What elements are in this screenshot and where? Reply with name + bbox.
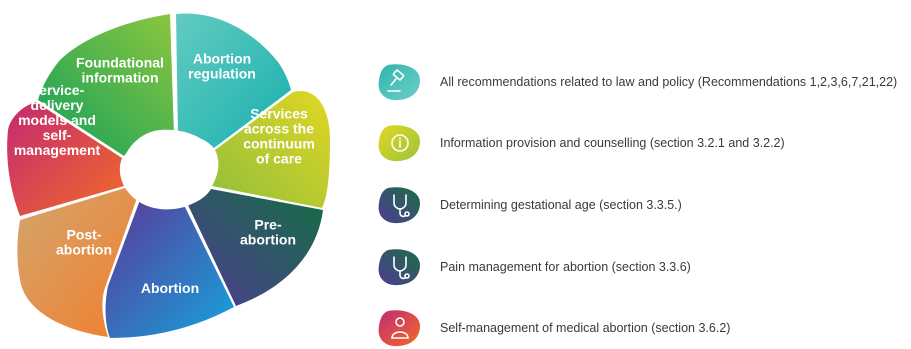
wheel-label-continuum: Services bbox=[250, 106, 308, 122]
wheel-segment-abortion bbox=[105, 200, 234, 338]
wheel-label-post: Post- bbox=[67, 227, 102, 243]
wheel-label-foundational: information bbox=[82, 70, 159, 86]
wheel-label-pre: Pre- bbox=[254, 217, 282, 233]
wheel-label-post: abortion bbox=[56, 242, 112, 258]
wheel-label-continuum: continuum bbox=[243, 136, 315, 152]
legend-item-self-management: Self-management of medical abortion (sec… bbox=[376, 308, 906, 348]
legend-label: Information provision and counselling (s… bbox=[440, 136, 785, 150]
legend-item-information: Information provision and counselling (s… bbox=[376, 123, 906, 163]
wheel-segment-pre bbox=[188, 189, 323, 306]
wheel-label-delivery: management bbox=[14, 142, 101, 158]
wheel-label-continuum: across the bbox=[244, 121, 314, 137]
legend-item-pain-management: Pain management for abortion (section 3.… bbox=[376, 247, 906, 287]
wheel-segment-continuum bbox=[212, 90, 330, 208]
legend-item-law-policy: All recommendations related to law and p… bbox=[376, 62, 906, 102]
legend-label: Pain management for abortion (section 3.… bbox=[440, 260, 691, 274]
wheel-segment-delivery bbox=[7, 102, 124, 216]
wheel-label-delivery: Service- bbox=[30, 82, 85, 98]
legend-item-gestational-age: Determining gestational age (section 3.3… bbox=[376, 185, 906, 225]
wheel-label-delivery: delivery bbox=[31, 97, 84, 113]
wheel-label-delivery: self- bbox=[43, 127, 72, 143]
wheel-label-continuum: of care bbox=[256, 151, 302, 167]
wheel-segment-post bbox=[17, 188, 137, 337]
wheel-label-pre: abortion bbox=[240, 232, 296, 248]
wheel-label-foundational: Foundational bbox=[76, 55, 164, 71]
person-icon bbox=[378, 310, 420, 347]
wheel-label-regulation: Abortion bbox=[193, 51, 251, 67]
wheel-center bbox=[121, 129, 217, 210]
wheel-segment-regulation bbox=[176, 13, 291, 149]
stethoscope-icon bbox=[378, 249, 420, 286]
wheel-label-abortion: Abortion bbox=[141, 280, 199, 296]
info-icon bbox=[378, 125, 420, 162]
wheel-labels: FoundationalinformationAbortionregulatio… bbox=[14, 51, 315, 297]
legend-label: All recommendations related to law and p… bbox=[440, 75, 898, 89]
wheel-label-regulation: regulation bbox=[188, 66, 256, 82]
legend-label: Self-management of medical abortion (sec… bbox=[440, 321, 731, 335]
wheel-label-delivery: models and bbox=[18, 112, 96, 128]
abortion-care-wheel: FoundationalinformationAbortionregulatio… bbox=[7, 13, 330, 338]
stethoscope-icon bbox=[378, 187, 420, 224]
wheel-segment-foundational bbox=[38, 14, 174, 156]
gavel-icon bbox=[378, 64, 420, 101]
legend-label: Determining gestational age (section 3.3… bbox=[440, 198, 682, 212]
